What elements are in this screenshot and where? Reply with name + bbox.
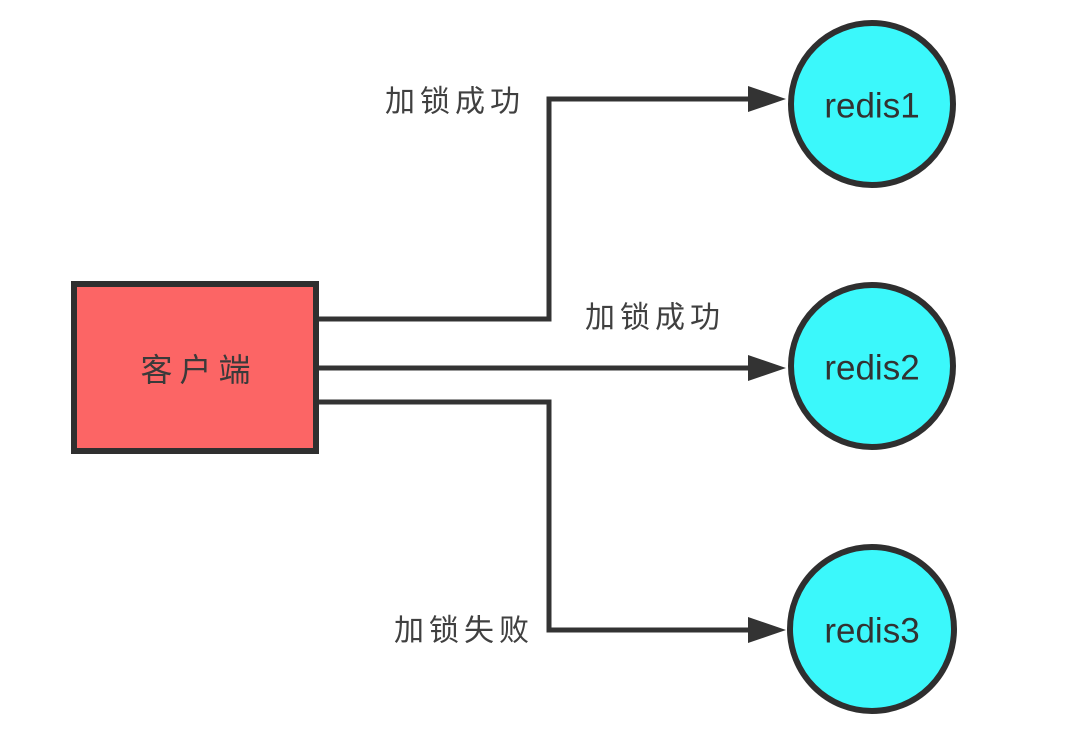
node-redis3 (787, 544, 957, 714)
node-redis1-label: redis1 (824, 87, 919, 126)
edge-label-redis1: 加锁成功 (385, 85, 525, 120)
edge-client-redis3 (316, 399, 748, 633)
client-node (71, 281, 319, 454)
arrowhead-redis2 (748, 355, 786, 381)
node-redis2-label: redis2 (824, 349, 919, 388)
arrowhead-redis1 (748, 86, 786, 112)
edge-label-redis2: 加锁成功 (585, 301, 725, 336)
arrowhead-redis3 (748, 617, 786, 643)
node-redis1 (788, 20, 956, 188)
edge-label-redis3: 加锁失败 (394, 614, 534, 649)
edge-client-redis1 (316, 96, 748, 322)
node-redis3-label: redis3 (824, 612, 919, 651)
node-redis2 (788, 282, 956, 450)
client-label: 客户端 (140, 351, 257, 389)
